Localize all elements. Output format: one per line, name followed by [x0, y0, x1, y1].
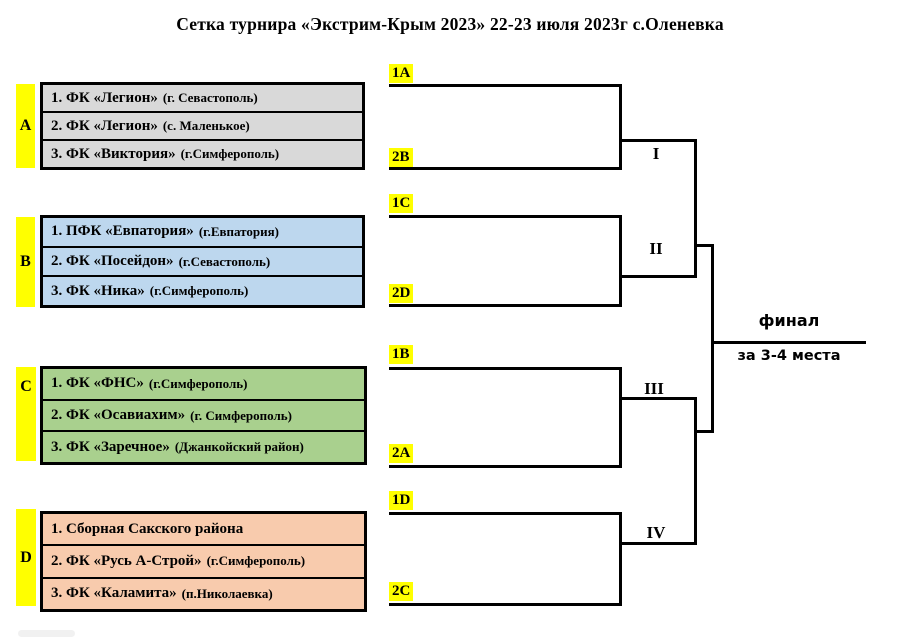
match-ii-connector [619, 275, 697, 278]
team-venue: (г. Севастополь) [162, 90, 258, 105]
team-name: 2. ФК «Русь А-Строй» [51, 552, 202, 569]
team-row: 3. ФК «Ника» (г.Симферополь) [43, 277, 362, 305]
team-name: 3. ФК «Ника» [51, 282, 145, 299]
team-row: 2. ФК «Осавиахим» (г. Симферополь) [43, 401, 364, 433]
group-c-letter: C [20, 378, 32, 395]
team-name: 2. ФК «Легион» [51, 117, 158, 134]
match-iii-edge [619, 367, 622, 468]
group-a-letter: A [19, 117, 32, 134]
seed-label-1d: 1D [389, 491, 414, 510]
lower-half-stub [694, 430, 714, 433]
bracket-line-1d [389, 512, 622, 515]
team-venue: (г.Симферополь) [149, 283, 249, 299]
team-name: 1. Сборная Сакского района [51, 520, 244, 537]
team-row: 3. ФК «Каламита» (п.Николаевка) [43, 579, 364, 609]
bracket-line-2c [389, 603, 622, 606]
seed-label-1a: 1A [389, 64, 414, 83]
group-a-label-strip: A [16, 84, 35, 168]
match-label-iv: IV [646, 523, 666, 542]
seed-label-2b: 2B [389, 148, 413, 167]
team-venue: (г.Евпатория) [198, 223, 279, 239]
upper-half-join [694, 139, 697, 278]
lower-half-join [694, 397, 697, 545]
group-a-table: 1. ФК «Легион» (г. Севастополь) 2. ФК «Л… [40, 82, 365, 170]
team-row: 2. ФК «Посейдон» (г.Севастополь) [43, 248, 362, 278]
team-name: 2. ФК «Осавиахим» [51, 407, 186, 423]
bracket-line-2b [389, 167, 622, 170]
group-b-label-strip: B [16, 217, 35, 307]
team-row: 1. ФК «Легион» (г. Севастополь) [43, 85, 362, 113]
team-venue: (с. Маленькое) [162, 118, 250, 133]
seed-label-2c: 2C [389, 582, 414, 601]
seed-label-2a: 2A [389, 444, 414, 463]
upper-half-stub [694, 244, 714, 247]
tournament-title: Сетка турнира «Экстрим-Крым 2023» 22-23 … [176, 14, 724, 34]
match-i-edge [619, 84, 622, 170]
bracket-line-1c [389, 215, 622, 218]
third-place-label: за 3-4 места [737, 348, 841, 364]
team-venue: (Джанкойский район) [174, 439, 304, 455]
group-c-table: 1. ФК «ФНС» (г.Симферополь) 2. ФК «Осави… [40, 366, 367, 465]
team-row: 1. ФК «ФНС» (г.Симферополь) [43, 369, 364, 401]
match-i-connector [619, 139, 697, 142]
team-name: 1. ФК «Легион» [51, 89, 158, 106]
match-label-i: I [652, 144, 660, 163]
bracket-line-2a [389, 465, 622, 468]
team-row: 1. ПФК «Евпатория» (г.Евпатория) [43, 218, 362, 248]
match-label-iii: III [644, 379, 664, 398]
team-venue: (г. Симферополь) [190, 407, 292, 423]
seed-label-1b: 1B [389, 345, 413, 364]
match-iv-edge [619, 512, 622, 606]
screenshot-artifact [18, 630, 75, 637]
bracket-line-1a [389, 84, 622, 87]
match-iii-connector [619, 397, 697, 400]
team-name: 2. ФК «Посейдон» [51, 253, 174, 269]
bracket-line-1b [389, 367, 622, 370]
group-b-letter: B [20, 253, 31, 270]
team-venue: (г.Симферополь) [180, 146, 280, 161]
team-name: 1. ПФК «Евпатория» [51, 223, 194, 240]
team-venue: (г.Севастополь) [178, 253, 271, 269]
team-row: 3. ФК «Виктория» (г.Симферополь) [43, 141, 362, 167]
final-join [711, 244, 714, 433]
match-iv-connector [619, 542, 697, 545]
team-venue: (п.Николаевка) [181, 585, 273, 601]
final-line [711, 341, 866, 344]
bracket-line-2d [389, 304, 622, 307]
team-row: 1. Сборная Сакского района [43, 514, 364, 547]
group-d-letter: D [20, 548, 32, 566]
match-label-ii: II [649, 239, 663, 258]
group-d-table: 1. Сборная Сакского района 2. ФК «Русь А… [40, 511, 367, 612]
group-b-table: 1. ПФК «Евпатория» (г.Евпатория) 2. ФК «… [40, 215, 365, 308]
team-venue: (г.Симферополь) [148, 375, 248, 391]
team-name: 3. ФК «Виктория» [51, 145, 176, 162]
team-name: 3. ФК «Заречное» [51, 438, 170, 455]
team-name: 1. ФК «ФНС» [51, 375, 144, 392]
team-row: 3. ФК «Заречное» (Джанкойский район) [43, 432, 364, 462]
seed-label-1c: 1C [389, 194, 414, 213]
group-d-label-strip: D [16, 509, 36, 606]
group-c-label-strip: C [16, 367, 36, 461]
team-row: 2. ФК «Легион» (с. Маленькое) [43, 113, 362, 141]
match-ii-edge [619, 215, 622, 307]
final-label: финал [758, 311, 820, 330]
team-name: 3. ФК «Каламита» [51, 585, 177, 602]
team-row: 2. ФК «Русь А-Строй» (г.Симферополь) [43, 546, 364, 579]
team-venue: (г.Симферополь) [206, 553, 306, 569]
seed-label-2d: 2D [389, 284, 414, 303]
